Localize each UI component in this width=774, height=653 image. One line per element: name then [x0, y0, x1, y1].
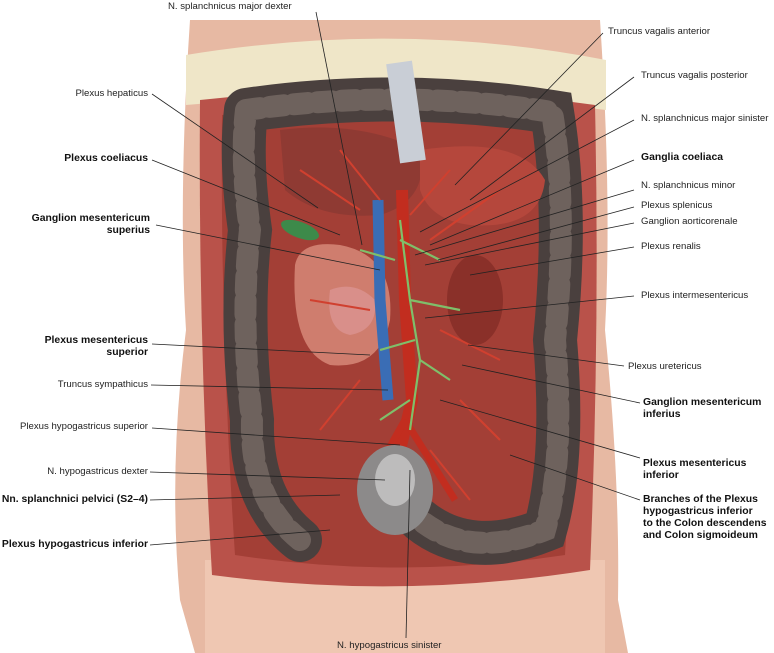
label-splanchnici-pelvici: Nn. splanchnici pelvici (S2–4) [1, 494, 148, 505]
label-plexus-mes-sup-line2: superior [106, 347, 148, 358]
label-plexus-mes-inf-line2: inferior [643, 470, 679, 481]
left-kidney [447, 255, 503, 345]
label-branches-line1: Branches of the Plexus [643, 494, 758, 505]
label-truncus-sympathicus: Truncus sympathicus [57, 379, 148, 390]
label-ganglia-coeliaca: Ganglia coeliaca [641, 152, 724, 163]
label-ganglion-mes-inf-line1: Ganglion mesentericum [643, 397, 762, 408]
vena-cava [372, 199, 394, 401]
colon-highlight [232, 88, 572, 554]
label-hypogastricus-dexter: N. hypogastricus dexter [47, 466, 148, 477]
leader-lines [149, 11, 641, 639]
label-ganglion-mes-sup-line1: Ganglion mesentericum [31, 213, 150, 224]
label-ganglion-aorticorenale: Ganglion aorticorenale [641, 216, 738, 227]
label-branches-line3: to the Colon descendens [643, 518, 767, 529]
label-splanchnicus-major-dexter: N. splanchnicus major dexter [168, 1, 292, 12]
gallbladder [281, 219, 319, 241]
label-splanchnicus-minor: N. splanchnicus minor [641, 180, 736, 191]
pelvic-organ-inner [375, 454, 415, 506]
label-plexus-splenicus: Plexus splenicus [641, 200, 713, 211]
label-splanchnicus-major-sinister: N. splanchnicus major sinister [641, 113, 769, 124]
label-truncus-vagalis-posterior: Truncus vagalis posterior [641, 70, 748, 81]
pancreas [329, 286, 376, 335]
label-plexus-mes-inf-line1: Plexus mesentericus [643, 458, 747, 469]
label-ganglion-mes-inf-line2: inferius [643, 409, 681, 420]
label-truncus-vagalis-anterior: Truncus vagalis anterior [608, 26, 711, 37]
label-plexus-renalis: Plexus renalis [641, 241, 701, 252]
liver [280, 127, 422, 216]
label-plexus-hypogastricus-inferior: Plexus hypogastricus inferior [1, 539, 148, 550]
nerve-network [359, 219, 461, 431]
label-plexus-coeliacus: Plexus coeliacus [64, 153, 148, 164]
label-branches-line2: hypogastricus inferior [643, 506, 753, 517]
label-plexus-hypogastricus-superior: Plexus hypogastricus superior [20, 421, 148, 432]
label-ganglion-mes-sup-line2: superius [106, 225, 150, 236]
label-plexus-mes-sup-line1: Plexus mesentericus [44, 335, 148, 346]
label-plexus-uretericus: Plexus uretericus [628, 361, 702, 372]
stomach [420, 146, 545, 226]
label-plexus-hepaticus: Plexus hepaticus [75, 88, 148, 99]
label-plexus-intermesentericus: Plexus intermesentericus [641, 290, 749, 301]
label-hypogastricus-sinister: N. hypogastricus sinister [337, 640, 442, 651]
label-branches-line4: and Colon sigmoideum [643, 530, 758, 541]
retractor [386, 60, 426, 164]
